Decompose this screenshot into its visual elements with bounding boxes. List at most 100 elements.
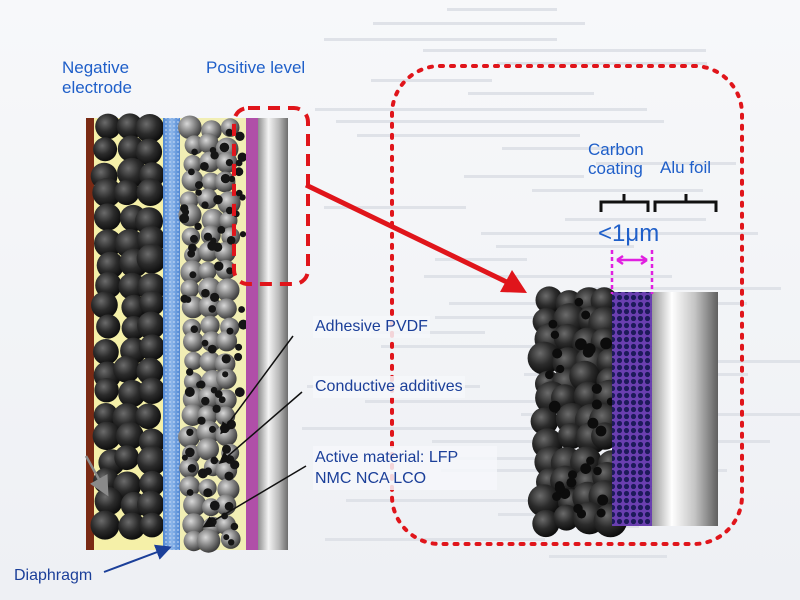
anode-graphite-particle: [136, 357, 164, 385]
conductive-additive-dot: [222, 371, 229, 378]
adhesive-pvdf-label: Adhesive PVDF: [313, 316, 430, 338]
cathode-aluminium-foil: [258, 118, 288, 550]
anode-graphite-particle: [95, 272, 122, 299]
cathode-particles: [178, 115, 249, 553]
conductive-additive-dot: [184, 387, 195, 397]
positive-level-label: Positive level: [206, 58, 306, 77]
cathode-active-particle: [198, 261, 217, 281]
background-line: [549, 555, 667, 558]
conductive-additive-dot: [238, 319, 249, 330]
zoom-additive-dot: [566, 477, 577, 488]
cathode-active-particle: [199, 351, 221, 373]
conductive-additive-dot: [210, 456, 219, 465]
cathode-active-particle: [196, 529, 221, 553]
thickness-label: <1μm: [598, 220, 660, 247]
background-line: [532, 189, 703, 192]
thickness-indicator: [610, 250, 654, 294]
conductive-additive-dot: [201, 396, 210, 406]
cathode-active-particle: [178, 115, 202, 140]
conductive-additive-dot: [195, 181, 203, 190]
negative-electrode-label: Negative electrode: [62, 58, 132, 97]
conductive-additive-dot: [220, 173, 231, 184]
zoom-active-particle: [527, 484, 561, 517]
zoom-additive-dot: [591, 383, 602, 394]
conductive-additive-dot: [225, 206, 234, 215]
zoom-active-particle: [527, 341, 561, 375]
background-line: [336, 120, 664, 123]
anode-graphite-particle: [93, 403, 118, 428]
conductive-additive-dot: [237, 152, 247, 162]
cathode-active-particle: [184, 351, 203, 370]
background-line: [464, 175, 584, 178]
anode-graphite-particle: [139, 334, 165, 361]
conductive-additive-dot: [203, 232, 213, 241]
cross-section-left: [86, 113, 288, 553]
conductive-additive-dot: [197, 416, 206, 425]
background-line: [468, 92, 594, 95]
conductive-additive-dot: [225, 159, 233, 167]
conductive-additive-dot: [224, 501, 234, 511]
conductive-additive-dot: [187, 464, 197, 473]
cathode-binder-strip: [246, 118, 258, 550]
anode-graphite-particle: [136, 243, 167, 274]
carbon-coating-texture: [612, 292, 652, 526]
anode-graphite-particle: [92, 178, 122, 208]
conductive-additive-dot: [221, 354, 231, 364]
anode-graphite-particle: [94, 229, 122, 258]
conductive-additive-dot: [194, 222, 202, 231]
carbon-coating-label: Carbon coating: [588, 140, 644, 178]
anode-graphite-particle: [137, 490, 165, 519]
background-line: [496, 245, 634, 248]
zoom-additive-dot: [575, 338, 587, 351]
conductive-additive-dot: [186, 489, 194, 496]
conductive-additive-dot: [239, 194, 246, 201]
conductive-additive-dot: [222, 444, 231, 454]
conductive-additive-dot: [186, 428, 194, 436]
conductive-additive-dot: [228, 175, 236, 183]
cathode-active-particle: [216, 298, 237, 320]
background-line: [371, 79, 492, 82]
conductive-additive-dot: [225, 128, 233, 137]
cathode-active-particle: [216, 368, 237, 389]
anode-graphite-particle: [118, 512, 146, 540]
zoomed-cross-section: [527, 286, 718, 538]
conductive-additive-dot: [190, 234, 198, 243]
zoom-active-particle: [553, 504, 580, 531]
zoom-additive-dot: [586, 456, 595, 465]
conductive-additive-dot: [210, 292, 220, 302]
conductive-additive-dot: [213, 195, 223, 205]
background-line: [365, 400, 623, 403]
conductive-additive-dot: [189, 271, 197, 279]
cathode-active-particle: [179, 476, 201, 497]
zoom-detail-frame: [390, 64, 744, 546]
anode-graphite-particle: [96, 314, 121, 339]
conductive-additive-dot: [210, 237, 217, 244]
callout-arrows: [84, 335, 307, 573]
conductive-additive-dot: [201, 288, 210, 298]
zoom-additive-dot: [548, 319, 558, 329]
cathode-active-particle: [200, 315, 220, 336]
conductive-additive-dot: [224, 471, 234, 481]
conductive-additive-dot: [235, 131, 245, 141]
background-line: [302, 427, 534, 430]
cathode-active-particle: [216, 278, 240, 302]
zoom-active-particle: [535, 286, 563, 314]
conductive-additive-dot: [185, 447, 195, 458]
background-line: [435, 316, 584, 319]
cathode-active-particle: [216, 330, 238, 352]
zoom-additive-dot: [554, 483, 566, 494]
background-line: [346, 499, 607, 502]
conductive-additive-dot: [217, 226, 226, 234]
anode-graphite-particle: [93, 137, 118, 162]
cathode-active-particle: [220, 529, 241, 549]
anode-current-collector: [86, 118, 94, 550]
conductive-additive-dot: [234, 167, 244, 177]
background-line: [324, 38, 557, 41]
zoom-active-particle: [532, 509, 560, 538]
anode-graphite-particle: [136, 178, 165, 206]
background-line: [357, 134, 580, 137]
conductive-additive-dot: [223, 534, 230, 541]
anode-graphite-particle: [90, 510, 120, 540]
